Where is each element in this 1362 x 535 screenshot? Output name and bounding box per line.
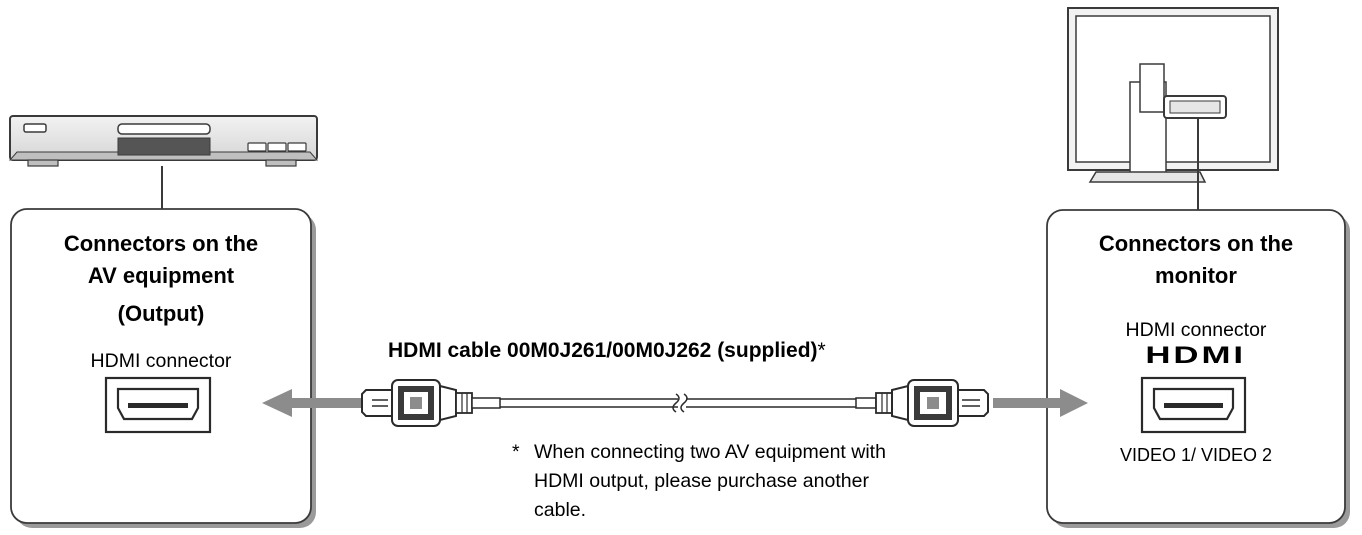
left-connector-label: HDMI connector [90, 350, 232, 372]
left-panel-title-line2: AV equipment [87, 263, 235, 288]
left-panel-title-line1: Connectors on the [63, 231, 259, 256]
footnote-line2: HDMI output, please purchase another [534, 470, 869, 492]
left-hdmi-port-icon [104, 376, 212, 434]
cable-label: HDMI cable 00M0J261/00M0J262 (supplied)* [388, 339, 826, 363]
arrow-right-icon [993, 389, 1088, 417]
display-panel-icon [117, 137, 211, 156]
footnote-line1: When connecting two AV equipment with [534, 441, 886, 463]
av-player-device [8, 115, 319, 167]
right-panel [1046, 209, 1346, 524]
arrow-left-icon [262, 389, 362, 417]
right-panel-title-line1: Connectors on the [1098, 231, 1294, 256]
hdmi-logo-icon: HDMI [1145, 342, 1247, 369]
right-panel-title-line2: monitor [1155, 263, 1237, 288]
footnote-line3: cable. [534, 499, 587, 521]
disc-tray-icon [117, 123, 211, 135]
left-panel-title-line3: (Output) [117, 301, 205, 326]
video-ports-label: VIDEO 1/ VIDEO 2 [1119, 445, 1273, 465]
power-button-icon [23, 123, 47, 133]
hdmi-cable [361, 379, 989, 427]
left-panel [10, 208, 312, 524]
hdmi-logo-container: HDMI [1047, 342, 1345, 370]
right-connector-label: HDMI connector [1125, 319, 1267, 341]
cable-label-text: HDMI cable 00M0J261/00M0J262 (supplied) [388, 339, 818, 362]
footnote-marker: * [512, 441, 520, 463]
monitor-device [1067, 7, 1279, 183]
right-hdmi-port-icon [1140, 376, 1247, 434]
cable-label-marker: * [817, 339, 826, 362]
